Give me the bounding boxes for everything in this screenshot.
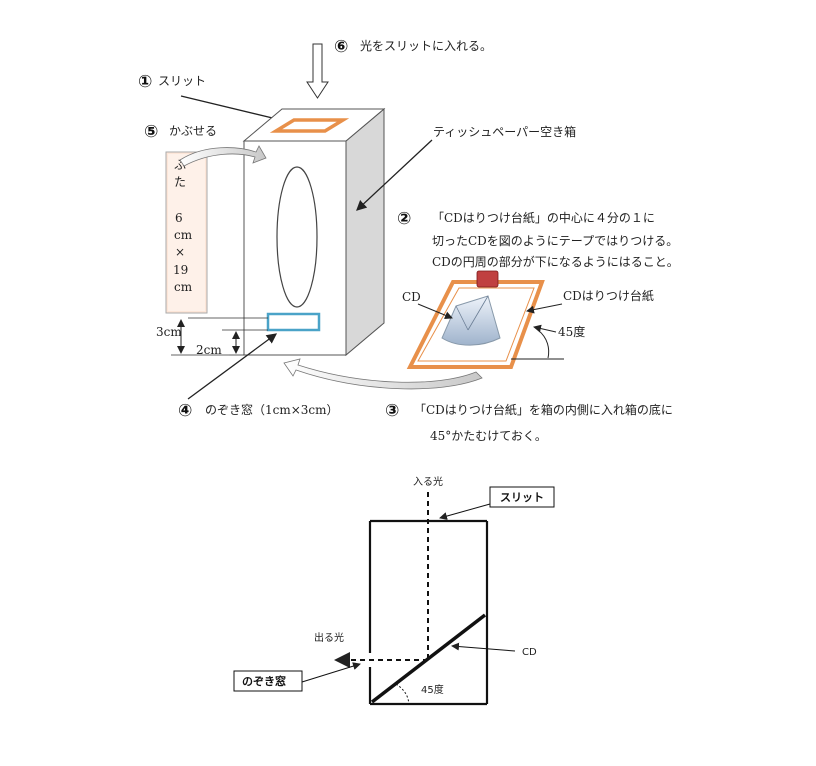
box-label: ティッシュペーパー空き箱 xyxy=(433,124,576,139)
slit-rectangle xyxy=(269,118,350,133)
step5-text: かぶせる xyxy=(169,124,217,138)
outgoing-light-label: 出る光 xyxy=(314,631,344,644)
cd-outline-in-box xyxy=(276,166,318,308)
step3-line2: 45°かたむけておく。 xyxy=(430,429,547,443)
tissue-box xyxy=(242,107,386,357)
tape xyxy=(476,270,499,288)
cross-section xyxy=(334,492,489,706)
lid-char: cm xyxy=(174,280,193,294)
lid-char: × xyxy=(175,245,185,259)
incoming-light-arrow xyxy=(306,43,329,99)
box-side-face xyxy=(345,107,385,357)
step6-number: ⑥ xyxy=(334,37,348,57)
step3-number: ③ xyxy=(385,401,399,421)
step2-line1: 「CDはりつけ台紙」の中心に４分の１に xyxy=(432,210,655,225)
cd-label: CD xyxy=(402,290,421,304)
section-angle-label: 45度 xyxy=(421,683,444,696)
angle-label: 45度 xyxy=(558,324,585,339)
mount-label: CDはりつけ台紙 xyxy=(563,288,654,303)
step4-number: ④ xyxy=(178,401,192,421)
dim-2cm-label: 2cm xyxy=(196,343,222,357)
step2-line2: 切ったCDを図のようにテープではりつける。 xyxy=(432,234,678,248)
lid-panel xyxy=(165,151,208,314)
slit-callout-label: スリット xyxy=(500,491,544,504)
peep-window-rectangle xyxy=(266,312,321,332)
lid-char: cm xyxy=(174,228,193,242)
step2-line3: CDの円周の部分が下になるようにはること。 xyxy=(432,254,679,269)
step2-number: ② xyxy=(397,209,411,229)
mount-to-box-arrow xyxy=(283,358,483,390)
step1-text: スリット xyxy=(158,74,206,88)
step1-number: ① xyxy=(138,72,152,92)
peep-window-callout-label: のぞき窓 xyxy=(242,674,286,688)
angle-arc xyxy=(395,683,410,705)
slit-pointer xyxy=(180,95,287,124)
step4-text: のぞき窓（1cm×3cm） xyxy=(205,402,339,417)
lid-to-box-arrow xyxy=(179,145,267,167)
quarter-cd xyxy=(441,295,501,346)
section-cd-label: CD xyxy=(522,647,537,658)
step6-text: 光をスリットに入れる。 xyxy=(360,39,492,53)
lid-char: 19 xyxy=(173,263,188,277)
slit-callout xyxy=(489,486,555,508)
lid-char: た xyxy=(174,175,186,189)
dim-3cm-label: 3cm xyxy=(156,325,182,339)
window-pointer xyxy=(187,333,278,400)
cd-mount xyxy=(406,270,545,369)
step3-line1: 「CDはりつけ台紙」を箱の内側に入れ箱の底に xyxy=(414,402,673,417)
step5-number: ⑤ xyxy=(144,122,158,142)
incoming-light-label: 入る光 xyxy=(413,475,443,488)
box-pointer xyxy=(356,139,433,211)
lid-char: 6 xyxy=(175,211,183,225)
peep-window-callout xyxy=(233,670,303,692)
